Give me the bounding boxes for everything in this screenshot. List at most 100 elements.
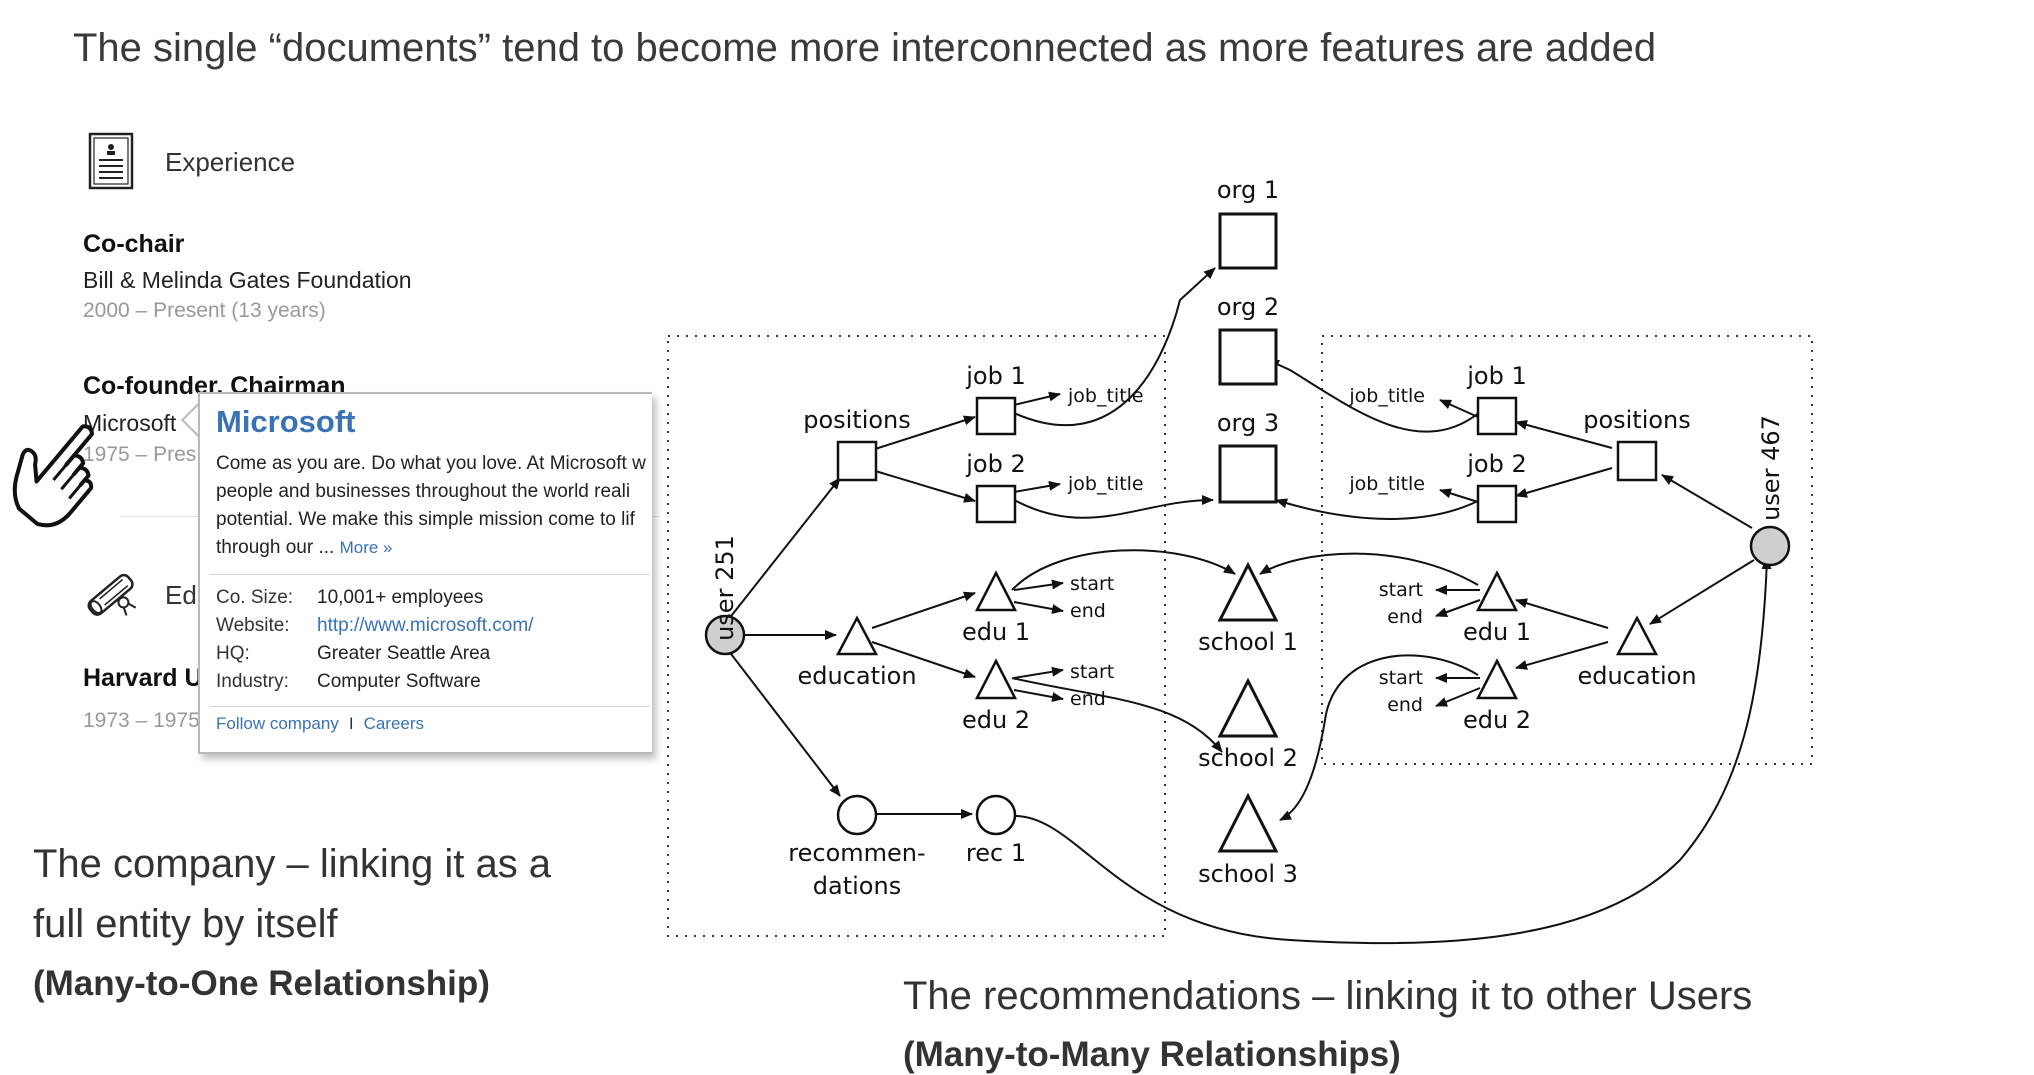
fact-value: 10,001+ employees [317,587,484,608]
start-label: start [1070,661,1114,683]
organization-name[interactable]: Microsoft [83,410,177,436]
edge [1011,549,1236,591]
job-1-node [975,396,1017,436]
edge [1013,391,1061,406]
job-2-node [1476,484,1518,524]
fact-key: Co. Size: [216,587,294,608]
caption-line: full entity by itself [33,902,338,946]
edge [1439,488,1479,503]
recommendations-label: recommen- [788,839,925,867]
fact-row: Website: http://www.microsoft.com/ [216,612,533,640]
card-actions: Follow company I Careers [216,714,424,734]
edge [1013,480,1061,493]
role-dates: 1975 – Pres [83,443,197,466]
edu-1-label: edu 1 [962,618,1030,646]
org-2-label: org 2 [1217,293,1279,321]
edge [1649,559,1755,625]
org-1-node [1218,212,1278,270]
graph-edges [727,267,1772,945]
caption-line: The recommendations – linking it to othe… [903,974,1753,1018]
edge [1435,599,1481,617]
edu-2-label: edu 2 [962,706,1030,734]
fact-value: Computer Software [317,671,481,692]
education-node [835,615,879,656]
role-dates: 2000 – Present (13 years) [83,299,326,322]
edu-1-node [974,570,1018,612]
more-link[interactable]: More » [339,538,393,557]
positions-node [1616,440,1658,482]
start-label: start [1379,579,1423,601]
company-name[interactable]: Microsoft [216,404,356,439]
edu-2-label: edu 2 [1463,706,1531,734]
job-1-node [1476,396,1518,436]
education-label: education [1577,662,1696,690]
school-2-label: school 2 [1198,744,1298,772]
hand-pointer-icon [8,410,100,530]
edu-2-node [1475,658,1519,700]
org-3-label: org 3 [1217,409,1279,437]
graph-diagram: user 251 user 467 positions education re… [667,176,1813,945]
edge [1661,474,1753,529]
description-line: Come as you are. Do what you love. At Mi… [216,453,646,474]
job-title-label: job_title [1067,385,1144,407]
careers-link[interactable]: Careers [363,714,425,733]
card-divider [210,574,650,575]
education-dates: 1973 – 1975 [83,709,200,732]
role-title: Co-chair [83,230,185,258]
school-1-node [1217,561,1279,622]
edge [1515,420,1613,449]
positions-label: positions [803,406,911,434]
edge [1013,267,1216,427]
company-hovercard: Microsoft Come as you are. Do what you l… [198,392,652,754]
slide-title: The single “documents” tend to become mo… [73,26,1657,70]
user-467-boundary [1321,335,1813,765]
edge [1515,467,1613,498]
edge [1013,495,1214,519]
rec-1-label: rec 1 [966,839,1026,867]
org-2-node [1218,328,1278,386]
org-1-label: org 1 [1217,176,1279,204]
edge [1013,689,1064,702]
organization-name[interactable]: Bill & Melinda Gates Foundation [83,267,412,293]
end-label: end [1387,606,1423,628]
edge [1435,687,1481,707]
fact-key: Website: [216,615,290,636]
edge [1259,552,1479,586]
job-1-label: job 1 [1466,362,1526,390]
education-heading: Ed [165,580,197,610]
job-2-label: job 2 [1466,450,1526,478]
start-label: start [1070,573,1114,595]
job-title-label: job_title [1348,385,1425,407]
follow-company-link[interactable]: Follow company [216,714,339,733]
edge [1013,601,1064,614]
fact-value: Greater Seattle Area [317,643,491,664]
edge [1439,399,1479,418]
edge [871,641,976,679]
school-1-label: school 1 [1198,628,1298,656]
caption-relationship: (Many-to-Many Relationships) [903,1035,1401,1074]
rec-1-node [975,794,1017,836]
edu-1-node [1475,570,1519,612]
school-2-node [1217,677,1279,738]
fact-row: HQ: Greater Seattle Area [216,640,533,668]
caption-line: The company – linking it as a [33,842,552,886]
description-line: potential. We make this simple mission c… [216,509,635,530]
edge [871,591,976,629]
fact-row: Co. Size: 10,001+ employees [216,584,533,612]
job-title-label: job_title [1348,473,1425,495]
card-divider [210,706,650,707]
end-label: end [1387,694,1423,716]
edge [1275,498,1481,520]
experience-heading: Experience [165,147,296,177]
website-link[interactable]: http://www.microsoft.com/ [317,615,534,636]
school-3-node [1217,792,1279,853]
user-251-node [704,614,746,656]
education-label: education [797,662,916,690]
job-title-label: job_title [1067,473,1144,495]
edge [1013,579,1064,591]
user-251-label: user 251 [711,535,739,641]
link-separator: I [348,714,354,733]
company-description: Come as you are. Do what you love. At Mi… [216,450,646,562]
edge [1011,677,1223,753]
caption-relationship: (Many-to-One Relationship) [33,964,490,1003]
